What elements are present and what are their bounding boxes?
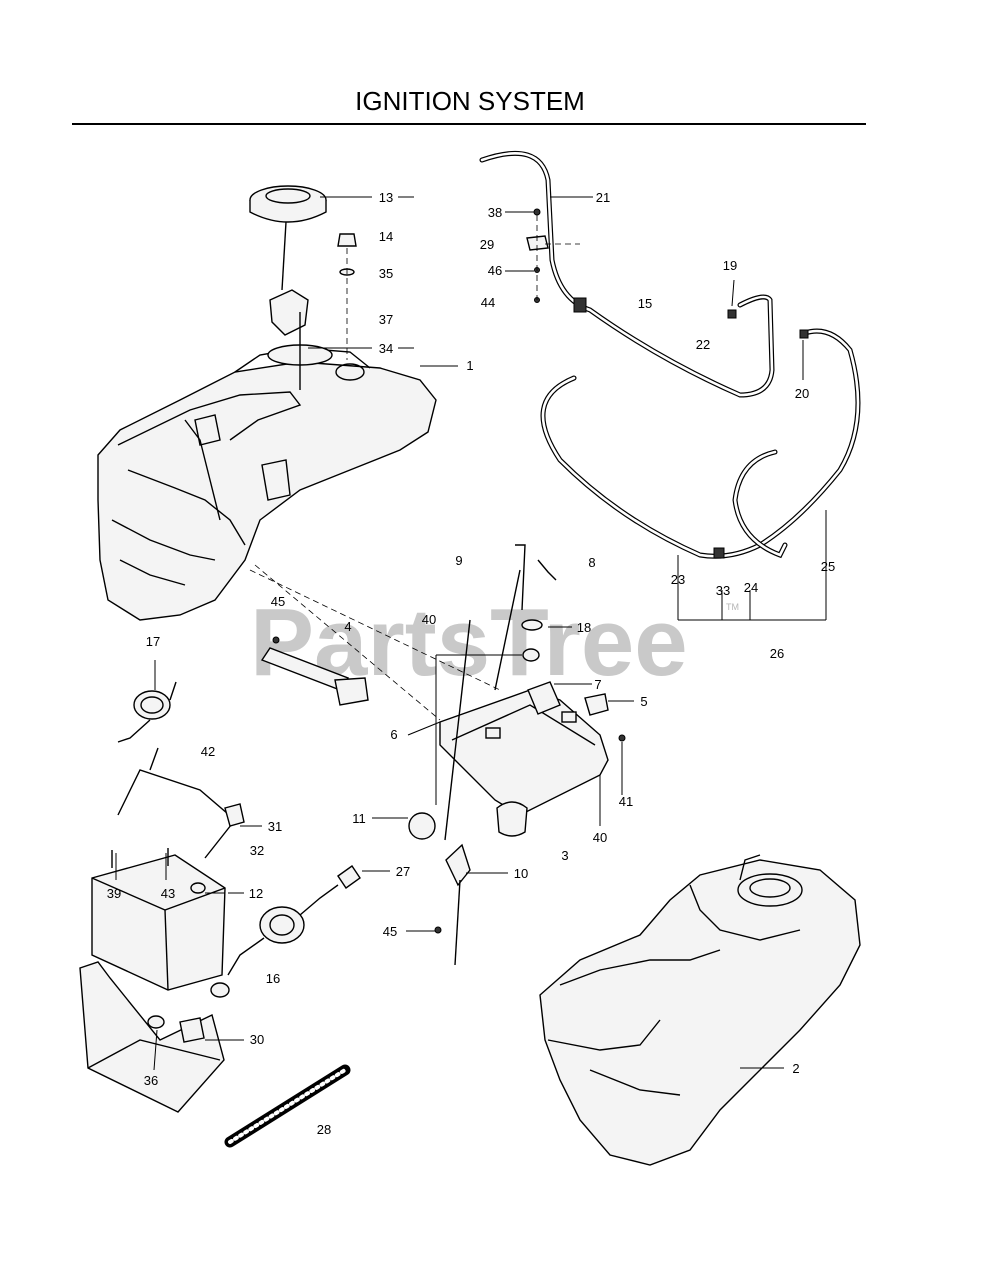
callout-17: 17 [146,634,160,649]
callout-28: 28 [317,1122,331,1137]
tank-cover-part [97,344,437,621]
callout-22: 22 [696,337,710,352]
hose-bracket-lines [677,510,827,621]
callout-27: 27 [396,864,410,879]
battery-tray-part [79,961,225,1113]
callout-40-bottom: 40 [593,830,607,845]
page-title: IGNITION SYSTEM [355,86,585,116]
callout-41: 41 [619,794,633,809]
callout-9: 9 [455,553,462,568]
callout-40-top: 40 [422,612,436,627]
fuel-hoses [479,150,861,559]
leader-lines [115,196,804,1071]
callout-34: 34 [379,341,393,356]
callout-31: 31 [268,819,282,834]
plug-wire-part [210,865,361,998]
callout-45-top: 45 [271,594,285,609]
callout-32: 32 [250,843,264,858]
callout-29: 29 [480,237,494,252]
callout-24: 24 [744,580,758,595]
callout-13: 13 [379,190,393,205]
battery-part [91,848,226,991]
callout-1: 1 [466,358,473,373]
callout-18: 18 [577,620,591,635]
callout-8: 8 [588,555,595,570]
wire-harness [117,681,245,859]
callout-37: 37 [379,312,393,327]
callout-39: 39 [107,886,121,901]
callout-33: 33 [716,583,730,598]
fuel-tank-part [539,854,861,1166]
callout-4: 4 [344,619,351,634]
callout-20: 20 [795,386,809,401]
callout-43: 43 [161,886,175,901]
callout-30: 30 [250,1032,264,1047]
clamp-hardware [526,208,580,303]
hose-28-part [224,1064,351,1148]
callout-46: 46 [488,263,502,278]
callout-10: 10 [514,866,528,881]
gas-cap-part [249,185,327,390]
callout-16: 16 [266,971,280,986]
callout-38: 38 [488,205,502,220]
callout-11: 11 [352,811,366,826]
callout-2: 2 [792,1061,799,1076]
grommet-stack [337,233,357,360]
callout-19: 19 [723,258,737,273]
callout-44: 44 [481,295,495,310]
callout-12: 12 [249,886,263,901]
callout-25: 25 [821,559,835,574]
callout-labels: 1 2 3 4 5 6 7 8 9 10 11 12 13 14 15 16 1… [107,190,835,1137]
throttle-cable [249,564,522,966]
watermark-tm: TM [726,602,739,612]
callout-7: 7 [594,677,601,692]
callout-26: 26 [770,646,784,661]
callout-36: 36 [144,1073,158,1088]
callout-42: 42 [201,744,215,759]
callout-5: 5 [640,694,647,709]
callout-21: 21 [596,190,610,205]
callout-23: 23 [671,572,685,587]
key-switch-bracket [439,544,626,837]
callout-14: 14 [379,229,393,244]
callout-15: 15 [638,296,652,311]
callout-3: 3 [561,848,568,863]
callout-6: 6 [390,727,397,742]
callout-35: 35 [379,266,393,281]
callout-45-bottom: 45 [383,924,397,939]
